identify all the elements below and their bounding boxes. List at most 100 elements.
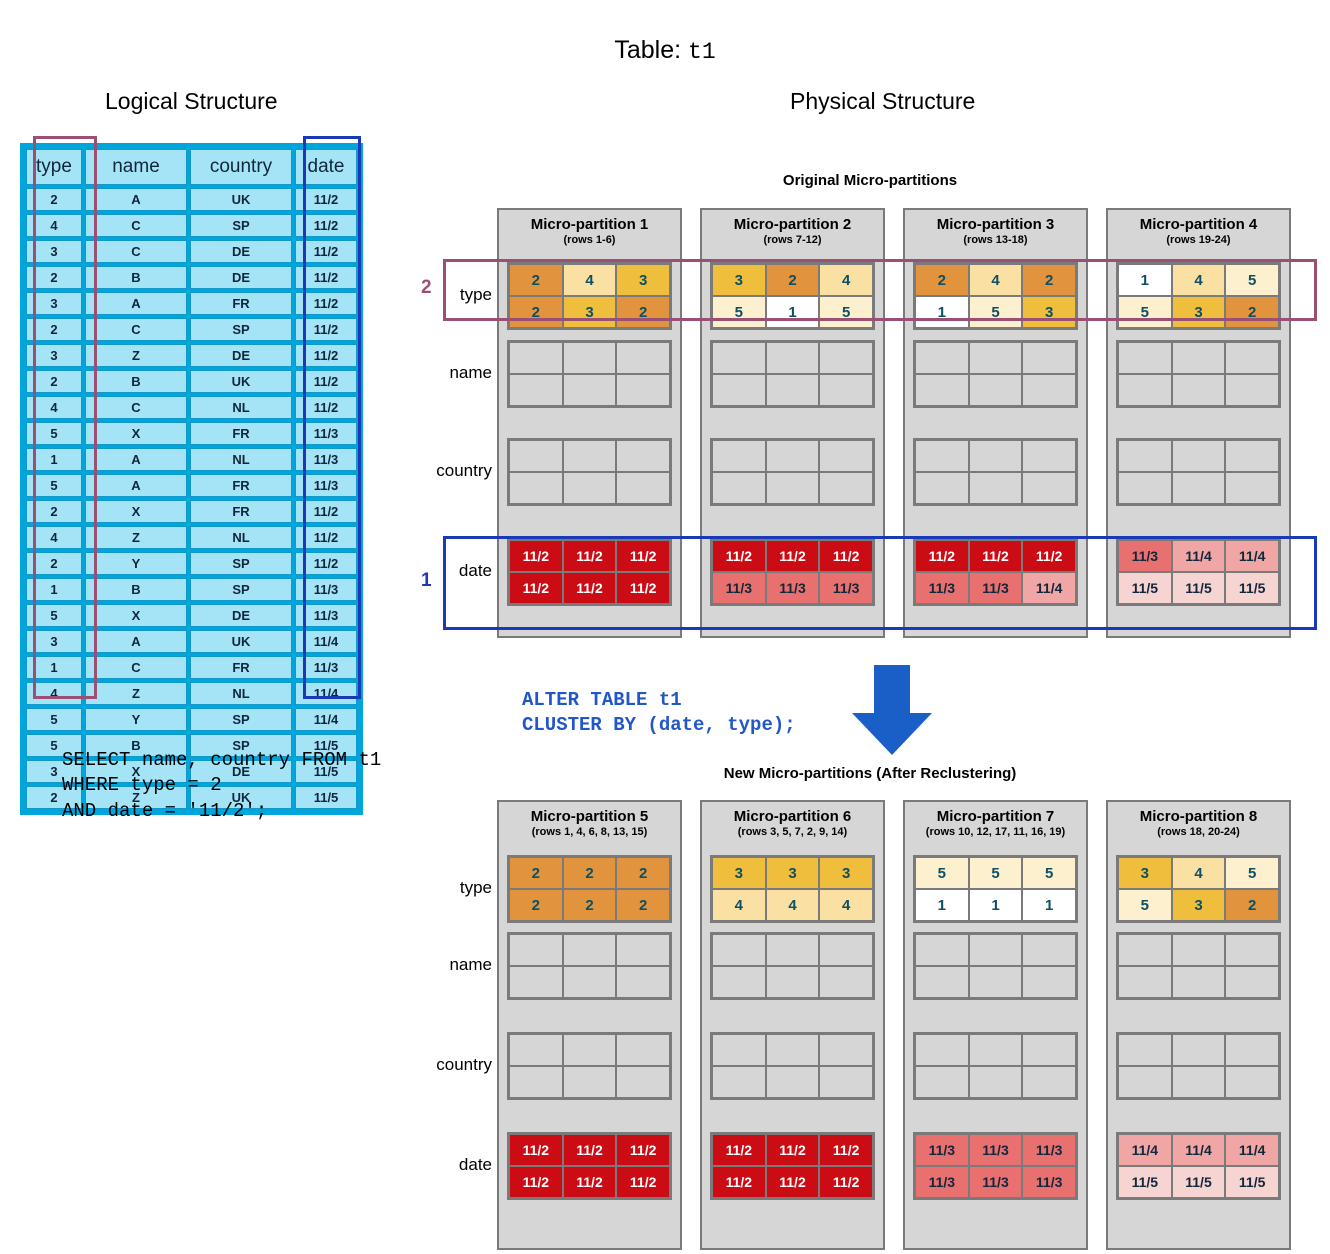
logical-cell-name: Z xyxy=(85,344,187,367)
cell-country xyxy=(1118,1034,1172,1066)
cell-type: 3 xyxy=(765,857,820,889)
cell-name xyxy=(1022,934,1076,966)
cell-country xyxy=(509,1066,563,1098)
cell-date: 11/2 xyxy=(712,1134,766,1166)
logical-cell-country: UK xyxy=(190,188,292,211)
cell-date: 11/3 xyxy=(968,572,1023,604)
cell-type: 5 xyxy=(915,857,969,889)
cell-type: 3 xyxy=(1171,296,1226,328)
logical-cell-type: 2 xyxy=(26,370,82,393)
cell-country xyxy=(1022,440,1076,472)
micro-partition-name-grid xyxy=(1116,340,1281,408)
logical-structure-heading: Logical Structure xyxy=(105,88,278,114)
micro-partition-header: Micro-partition 2(rows 7-12) xyxy=(702,210,883,248)
cell-country xyxy=(1171,1066,1226,1098)
cell-country xyxy=(765,440,820,472)
cell-date: 11/2 xyxy=(509,1134,563,1166)
cell-type: 5 xyxy=(819,296,873,328)
row-label-date: date xyxy=(458,1155,492,1174)
cell-date: 11/5 xyxy=(1118,572,1172,604)
cell-country xyxy=(819,1034,873,1066)
cell-date: 11/2 xyxy=(562,572,617,604)
cell-country xyxy=(915,1066,969,1098)
cell-type: 5 xyxy=(968,857,1023,889)
cell-date: 11/2 xyxy=(968,540,1023,572)
logical-cell-type: 5 xyxy=(26,422,82,445)
cell-country xyxy=(562,1066,617,1098)
cell-type: 2 xyxy=(509,264,563,296)
cell-name xyxy=(562,934,617,966)
cell-country xyxy=(1171,440,1226,472)
cell-type: 5 xyxy=(712,296,766,328)
logical-cell-date: 11/2 xyxy=(295,370,357,393)
logical-cell-date: 11/2 xyxy=(295,396,357,419)
cell-country xyxy=(968,1066,1023,1098)
logical-cell-name: Z xyxy=(85,786,187,809)
cell-type: 5 xyxy=(968,296,1023,328)
cell-date: 11/3 xyxy=(968,1134,1023,1166)
micro-partition-country-grid xyxy=(913,1032,1078,1100)
logical-cell-date: 11/2 xyxy=(295,214,357,237)
logical-cell-type: 2 xyxy=(26,552,82,575)
cell-name xyxy=(1022,342,1076,374)
logical-cell-name: A xyxy=(85,188,187,211)
logical-cell-type: 2 xyxy=(26,266,82,289)
cell-date: 11/2 xyxy=(765,540,820,572)
logical-cell-name: X xyxy=(85,760,187,783)
logical-cell-country: UK xyxy=(190,630,292,653)
micro-partition-name-grid xyxy=(710,932,875,1000)
logical-cell-date: 11/4 xyxy=(295,708,357,731)
logical-cell-name: Y xyxy=(85,552,187,575)
cell-country xyxy=(968,1034,1023,1066)
cell-name xyxy=(616,966,670,998)
logical-cell-date: 11/2 xyxy=(295,240,357,263)
cell-date: 11/2 xyxy=(509,1166,563,1198)
cell-country xyxy=(509,472,563,504)
row-label-name: name xyxy=(449,955,492,974)
logical-cell-country: DE xyxy=(190,240,292,263)
cell-name xyxy=(915,934,969,966)
cell-type: 1 xyxy=(1118,264,1172,296)
cell-date: 11/2 xyxy=(765,1134,820,1166)
micro-partition-subtitle: (rows 10, 12, 17, 11, 16, 19) xyxy=(925,826,1066,839)
cell-name xyxy=(712,966,766,998)
micro-partition-country-grid xyxy=(1116,438,1281,506)
cell-date: 11/2 xyxy=(562,1166,617,1198)
logical-cell-type: 2 xyxy=(26,500,82,523)
cell-name xyxy=(819,374,873,406)
cell-name xyxy=(765,934,820,966)
cell-type: 2 xyxy=(509,296,563,328)
cell-country xyxy=(712,440,766,472)
cell-date: 11/3 xyxy=(819,572,873,604)
micro-partition-subtitle: (rows 1, 4, 6, 8, 13, 15) xyxy=(531,826,648,839)
cell-country xyxy=(1225,472,1279,504)
logical-cell-date: 11/3 xyxy=(295,578,357,601)
cell-date: 11/4 xyxy=(1171,1134,1226,1166)
cell-date: 11/3 xyxy=(1022,1134,1076,1166)
cell-type: 2 xyxy=(765,264,820,296)
micro-partition-title: Micro-partition 5 xyxy=(530,808,649,825)
micro-partition-country-grid xyxy=(913,438,1078,506)
cell-type: 1 xyxy=(915,889,969,921)
cell-date: 11/3 xyxy=(968,1166,1023,1198)
cell-date: 11/3 xyxy=(1022,1166,1076,1198)
logical-cell-name: B xyxy=(85,734,187,757)
cell-name xyxy=(1171,966,1226,998)
cell-name xyxy=(509,934,563,966)
logical-column-header-name: name xyxy=(85,149,187,185)
